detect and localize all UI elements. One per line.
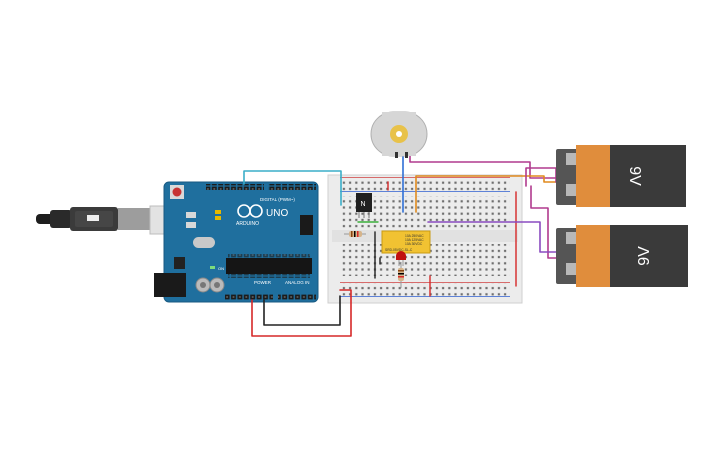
brand-label: ARDUINO [236, 221, 259, 227]
wire-purple-relay[interactable] [427, 221, 557, 253]
dc-motor[interactable] [370, 111, 428, 158]
red-led[interactable] [396, 251, 406, 266]
analog-label: ANALOG IN [285, 280, 310, 285]
transistor-label: N [361, 201, 366, 208]
arduino-logo [237, 204, 263, 218]
wire-magenta-motor[interactable] [409, 155, 557, 179]
analog-header[interactable] [278, 294, 316, 300]
arduino-uno-board[interactable]: UNO ARDUINO DIGITAL (PWM~) POWER ANALOG … [154, 181, 319, 303]
atmega-chip [226, 258, 312, 274]
battery-9v-bottom[interactable]: 9V [556, 225, 688, 287]
resistor-1[interactable] [344, 231, 366, 237]
wire-magenta-battery-link[interactable] [530, 185, 557, 259]
transistor-npn[interactable]: N [356, 193, 372, 218]
battery-bottom-voltage: 9V [636, 246, 653, 266]
wire-black-gnd[interactable] [263, 295, 341, 326]
on-label: ON [218, 266, 224, 271]
icsp-header [300, 215, 313, 235]
resistor-2[interactable] [398, 262, 404, 288]
battery-9v-top[interactable]: 9V [556, 145, 686, 207]
wire-red-5v[interactable] [251, 289, 352, 337]
wires[interactable] [243, 155, 557, 337]
relay-line-4: SRD-05VDC-SL-C [385, 248, 413, 252]
wire-cyan[interactable] [243, 170, 342, 206]
relay-line-3: 10A 30VDC [405, 242, 423, 246]
digital-header-right[interactable] [268, 184, 316, 190]
relay-module[interactable]: 10A 250VAC 10A 125VAC 10A 30VDC SRD-05VD… [381, 230, 431, 254]
wire-orange[interactable] [415, 175, 557, 213]
battery-top-voltage: 9V [626, 166, 643, 186]
model-label: UNO [266, 208, 288, 219]
voltage-regulator [174, 257, 185, 269]
relay-line-2: 10A 125VAC [405, 238, 424, 242]
power-jack [154, 273, 186, 297]
relay-line-1: 10A 250VAC [405, 234, 424, 238]
power-header[interactable] [225, 294, 273, 300]
digital-label: DIGITAL (PWM~) [260, 197, 295, 202]
power-label: POWER [254, 280, 272, 285]
digital-header-left[interactable] [206, 184, 264, 190]
usb-cable[interactable] [36, 205, 171, 235]
crystal [193, 237, 215, 248]
